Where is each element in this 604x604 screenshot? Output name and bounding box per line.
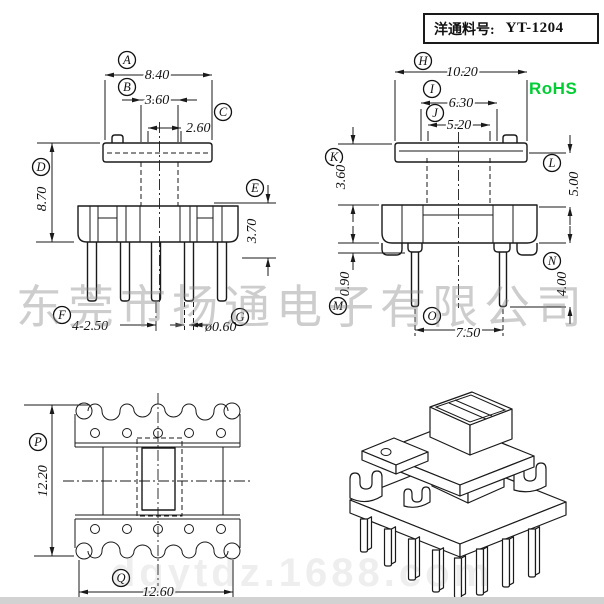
dim-J-letter: J xyxy=(432,106,439,120)
dim-O-value: 7.50 xyxy=(456,326,481,341)
dim-E-value: 3.70 xyxy=(245,219,260,245)
dim-N-letter: N xyxy=(547,254,557,268)
side-outline xyxy=(381,132,538,308)
iso-pins xyxy=(359,516,541,599)
dim-I-circle xyxy=(422,79,442,99)
dim-K-letter: K xyxy=(329,150,339,164)
top-outline xyxy=(63,393,252,586)
dim-M: M 0.90 xyxy=(328,226,405,316)
dim-F-letter: F xyxy=(57,308,66,322)
bottom-divider xyxy=(0,597,604,604)
part-number-label: 洋通料号: xyxy=(434,22,495,38)
dim-N: N 4.00 xyxy=(510,226,573,324)
dim-C-value: 2.60 xyxy=(186,121,211,136)
dim-B-letter: B xyxy=(123,80,131,94)
dim-N-circle xyxy=(542,251,562,271)
dim-F: F 4-2.50 xyxy=(52,302,200,334)
dim-G: G ø0.60 xyxy=(170,302,250,335)
dim-M-value: 0.90 xyxy=(338,272,353,297)
dim-H: H 10.20 xyxy=(394,51,528,141)
dim-K-value: 3.60 xyxy=(334,165,349,191)
dim-L-value: 5.00 xyxy=(567,172,582,197)
dim-P: P 12.20 xyxy=(24,404,90,557)
mount-hole xyxy=(380,448,392,456)
dim-A: A 8.40 xyxy=(104,50,213,140)
dim-O-circle xyxy=(422,306,442,326)
dim-B-circle xyxy=(117,77,137,97)
dim-G-value: ø0.60 xyxy=(204,320,237,335)
front-view: A 8.40 B 3.60 C 2.60 xyxy=(31,50,276,335)
dim-J: J 5.20 xyxy=(425,103,491,141)
dim-B-value: 3.60 xyxy=(144,93,170,108)
dim-P-value: 12.20 xyxy=(36,465,51,497)
dim-A-value: 8.40 xyxy=(145,68,170,83)
dim-G-letter: G xyxy=(235,310,244,324)
dim-A-circle xyxy=(117,50,137,70)
iso-view xyxy=(349,391,567,599)
dim-C-circle xyxy=(213,102,233,122)
front-outline xyxy=(77,122,239,302)
dim-J-value: 5.20 xyxy=(447,118,472,133)
dim-P-circle xyxy=(28,432,48,452)
rohs-badge: RoHS xyxy=(529,79,578,98)
dim-C-letter: C xyxy=(219,105,228,119)
dim-I-letter: I xyxy=(429,82,435,96)
dim-O: O 7.50 xyxy=(414,306,504,343)
dim-A-letter: A xyxy=(122,53,131,67)
dim-O-letter: O xyxy=(427,309,436,323)
dim-D: D 8.70 xyxy=(31,142,100,243)
dim-H-value: 10.20 xyxy=(446,65,478,80)
dim-D-letter: D xyxy=(35,160,45,174)
dim-B: B 3.60 xyxy=(117,77,197,142)
dim-L: L 5.00 xyxy=(529,135,584,225)
dim-E-letter: E xyxy=(250,181,259,195)
dim-Q-circle xyxy=(111,568,131,588)
dim-G-circle xyxy=(230,307,250,327)
dim-H-letter: H xyxy=(417,54,428,68)
dim-M-letter: M xyxy=(332,299,344,313)
dim-L-circle xyxy=(542,153,562,173)
dim-F-value: 4-2.50 xyxy=(72,319,108,334)
dim-I-value: 6.30 xyxy=(449,96,474,111)
dim-J-circle xyxy=(425,103,445,123)
dim-I: I 6.30 xyxy=(420,79,498,141)
dim-K: K 3.60 xyxy=(324,127,392,222)
dim-K-circle xyxy=(324,147,344,167)
dim-D-value: 8.70 xyxy=(35,187,50,212)
dim-Q: Q 12.60 xyxy=(78,560,234,602)
top-view: P 12.20 Q 12.60 xyxy=(24,393,252,602)
dim-E: E 3.70 xyxy=(214,178,276,276)
part-number-value: YT-1204 xyxy=(505,20,564,36)
part-number-box: 洋通料号: YT-1204 xyxy=(423,13,599,44)
dim-C: C 2.60 xyxy=(147,102,233,142)
dim-N-value: 4.00 xyxy=(555,272,570,297)
dim-H-circle xyxy=(413,51,433,71)
side-view: H 10.20 I 6.30 J 5.20 xyxy=(324,51,584,343)
dim-P-letter: P xyxy=(33,435,42,449)
dim-D-circle xyxy=(31,157,51,177)
dim-Q-letter: Q xyxy=(116,571,125,585)
dim-L-letter: L xyxy=(548,156,556,170)
dim-E-circle xyxy=(245,178,265,198)
dim-F-circle xyxy=(52,305,72,325)
dim-M-circle xyxy=(328,296,348,316)
